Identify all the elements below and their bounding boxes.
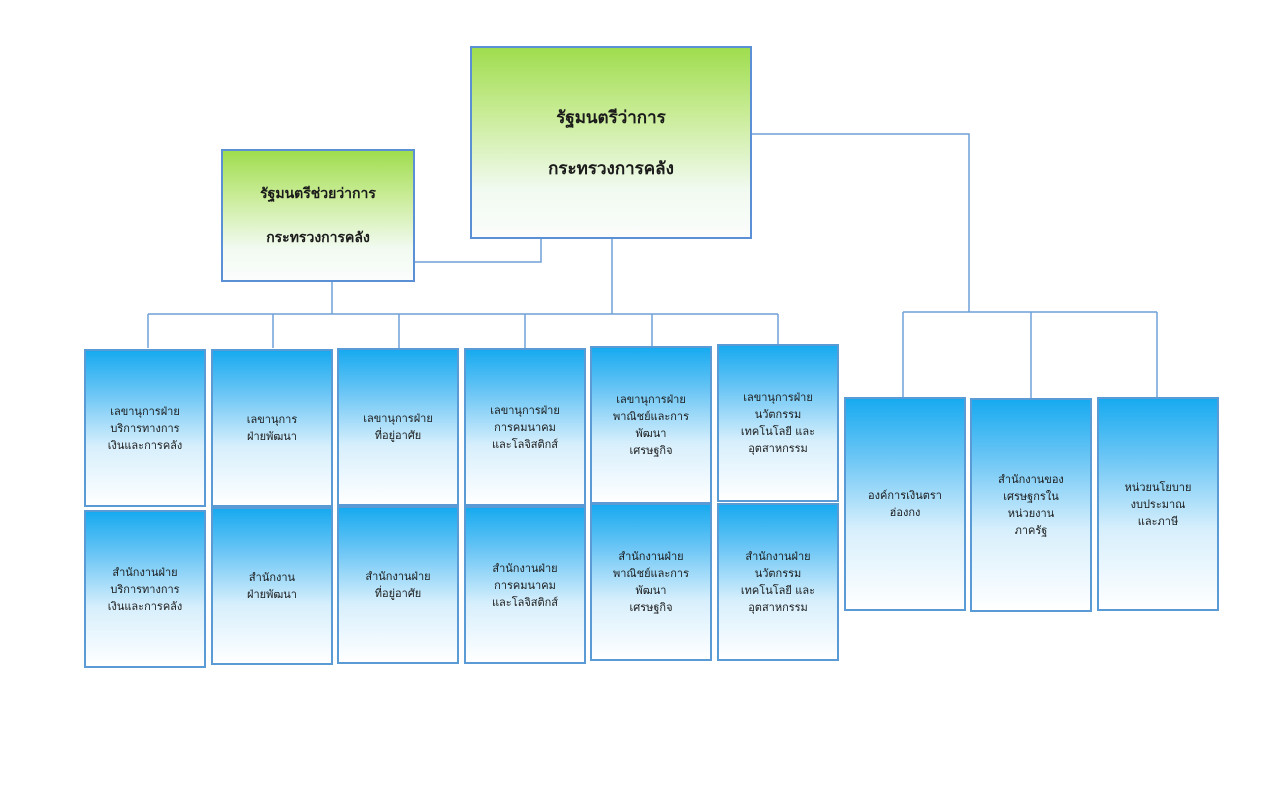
connector-minister-agencies — [752, 133, 970, 312]
office-box-housing: สำนักงานฝ่าย ที่อยู่อาศัย — [337, 506, 459, 664]
office-box-transport: สำนักงานฝ่าย การคมนาคม และโลจิสติกส์ — [464, 506, 586, 664]
secretary-box-transport: เลขานุการฝ่าย การคมนาคม และโลจิสติกส์ — [464, 348, 586, 506]
office-box-commerce: สำนักงานฝ่าย พาณิชย์และการ พัฒนา เศรษฐกิ… — [590, 503, 712, 661]
secretary-box-commerce: เลขานุการฝ่าย พาณิชย์และการ พัฒนา เศรษฐก… — [590, 346, 712, 504]
agency-box-budget-tax: หน่วยนโยบาย งบประมาณ และภาษี — [1097, 397, 1219, 611]
office-box-innovation: สำนักงานฝ่าย นวัตกรรม เทคโนโลยี และ อุตส… — [717, 503, 839, 661]
secretary-box-innovation: เลขานุการฝ่าย นวัตกรรม เทคโนโลยี และ อุต… — [717, 344, 839, 502]
connector-minister-deputy — [415, 238, 542, 263]
secretary-box-development: เลขานุการ ฝ่ายพัฒนา — [211, 349, 333, 507]
agency-box-economists: สำนักงานของ เศรษฐกรใน หน่วยงาน ภาครัฐ — [970, 398, 1092, 612]
minister-ministry: กระทรวงการคลัง — [548, 158, 674, 179]
deputy-minister-box: รัฐมนตรีช่วยว่าการ กระทรวงการคลัง — [221, 149, 415, 282]
office-box-finance: สำนักงานฝ่าย บริการทางการ เงินและการคลัง — [84, 510, 206, 668]
deputy-title: รัฐมนตรีช่วยว่าการ — [260, 185, 376, 202]
office-box-development: สำนักงาน ฝ่ายพัฒนา — [211, 507, 333, 665]
secretary-box-finance: เลขานุการฝ่าย บริการทางการ เงินและการคลั… — [84, 349, 206, 507]
deputy-ministry: กระทรวงการคลัง — [266, 229, 370, 246]
secretary-box-housing: เลขานุการฝ่าย ที่อยู่อาศัย — [337, 348, 459, 506]
minister-title: รัฐมนตรีว่าการ — [556, 107, 666, 128]
minister-box: รัฐมนตรีว่าการ กระทรวงการคลัง — [470, 46, 752, 239]
agency-box-hkma: องค์การเงินตรา ฮ่องกง — [844, 397, 966, 611]
